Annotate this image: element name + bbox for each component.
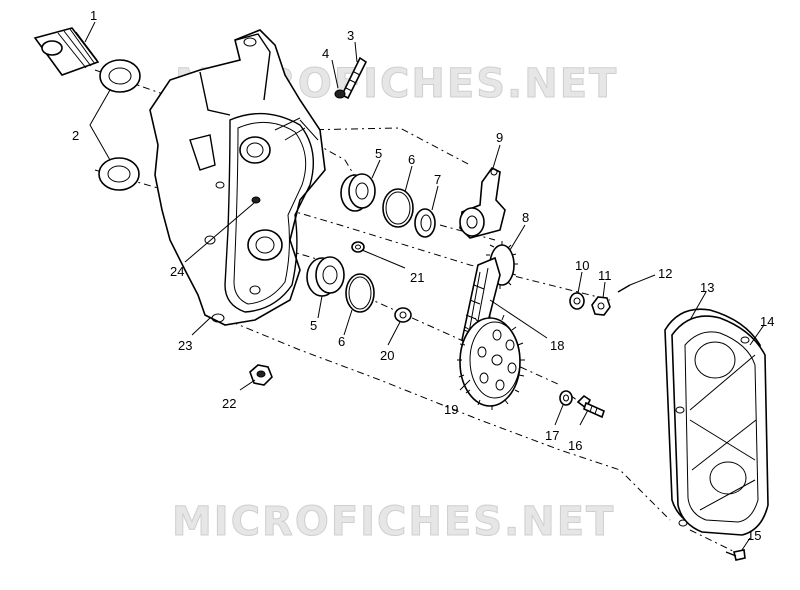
part-5-bearing-upper: [340, 173, 376, 212]
callout-16: 16: [568, 438, 582, 453]
callout-24: 24: [170, 264, 184, 279]
part-10-washer: [569, 292, 585, 310]
callout-5-lower: 5: [310, 318, 317, 333]
part-17-washer: [559, 390, 573, 406]
part-1-shaft: [33, 27, 100, 76]
callout-10: 10: [575, 258, 589, 273]
callout-labels: 1 2 3 4 5 5 6 6 7 8 9 10 11 12 13 14 15 …: [72, 8, 774, 543]
part-11-nut: [591, 296, 611, 316]
part-24-screw: [251, 196, 261, 204]
callout-2: 2: [72, 128, 79, 143]
callout-23: 23: [178, 338, 192, 353]
callout-18: 18: [550, 338, 564, 353]
part-14-cover: [671, 315, 769, 536]
part-20-washer: [394, 307, 412, 323]
callout-11: 11: [598, 268, 612, 283]
watermark-bottom: MICROFICHES.NET: [172, 499, 615, 545]
part-4-nut: [334, 89, 346, 99]
part-23-chaincase-housing: [149, 29, 326, 326]
callout-8: 8: [522, 210, 529, 225]
callout-17: 17: [545, 428, 559, 443]
callout-5-upper: 5: [375, 146, 382, 161]
part-22-nut: [249, 364, 273, 386]
callout-4: 4: [322, 46, 329, 61]
part-15-screw: [725, 549, 746, 561]
part-12-cotter-pin: [617, 284, 631, 293]
part-21-nut: [351, 241, 365, 253]
part-5-bearing-lower: [306, 256, 345, 297]
callout-20: 20: [380, 348, 394, 363]
callout-15: 15: [747, 528, 761, 543]
callout-12: 12: [658, 266, 672, 281]
callout-7: 7: [434, 172, 441, 187]
leader-lines: [84, 21, 765, 551]
part-19-large-sprocket: [457, 313, 525, 410]
part-16-bolt: [576, 394, 605, 419]
callout-1: 1: [90, 8, 97, 23]
callout-19: 19: [444, 402, 458, 417]
part-7-seal: [414, 208, 436, 238]
callout-13: 13: [700, 280, 714, 295]
part-6-ring-lower: [345, 273, 375, 313]
callout-3: 3: [347, 28, 354, 43]
part-3-stud: [340, 56, 368, 100]
part-2-seals: [98, 59, 141, 191]
callout-22: 22: [222, 396, 236, 411]
callout-6-lower: 6: [338, 334, 345, 349]
callout-6-upper: 6: [408, 152, 415, 167]
part-9-tensioner-arm: [459, 166, 506, 239]
part-6-ring-upper: [382, 188, 414, 228]
callout-21: 21: [410, 270, 424, 285]
callout-14: 14: [760, 314, 774, 329]
callout-9: 9: [496, 130, 503, 145]
